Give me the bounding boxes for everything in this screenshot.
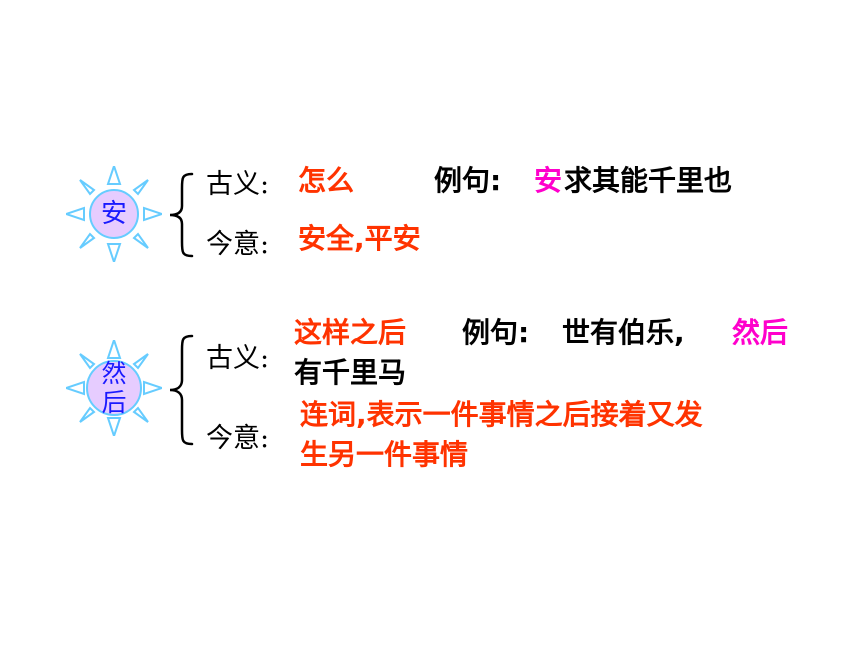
sun-word-line-1: 然 xyxy=(101,359,127,388)
example-highlight-1: 安 xyxy=(534,164,563,197)
modern-meaning-2a: 连词,表示一件事情之后接着又发 xyxy=(300,398,703,431)
ancient-label-2: 古义: xyxy=(206,343,270,374)
curly-brace-1 xyxy=(162,170,196,260)
ancient-label-1: 古义: xyxy=(206,169,270,200)
sun-word-line-2: 后 xyxy=(101,388,127,417)
curly-brace-icon xyxy=(169,334,194,446)
example-rest-1: 求其能千里也 xyxy=(564,164,733,197)
example-label-1: 例句: xyxy=(434,164,502,197)
example-highlight-2: 然后 xyxy=(732,316,789,349)
curly-brace-2 xyxy=(162,332,196,448)
example-rest-2b: 有千里马 xyxy=(294,356,407,389)
example-rest-2a: 世有伯乐, xyxy=(562,316,685,349)
curly-brace-icon xyxy=(169,172,194,258)
sun-word-an: 安 xyxy=(100,199,127,229)
modern-label-2: 今意: xyxy=(206,423,270,454)
example-label-2: 例句: xyxy=(462,316,530,349)
sun-badge-an: 安 xyxy=(66,166,162,262)
sun-icon xyxy=(66,340,162,436)
ancient-meaning-2: 这样之后 xyxy=(294,316,407,349)
sun-word-ranhou: 然 后 xyxy=(66,340,162,436)
sun-icon xyxy=(66,166,162,262)
sun-badge-ranhou: 然 后 xyxy=(66,340,162,436)
ancient-meaning-1: 怎么 xyxy=(298,164,355,197)
modern-label-1: 今意: xyxy=(206,229,270,260)
modern-meaning-2b: 生另一件事情 xyxy=(300,438,469,471)
modern-meaning-1: 安全,平安 xyxy=(298,222,421,255)
